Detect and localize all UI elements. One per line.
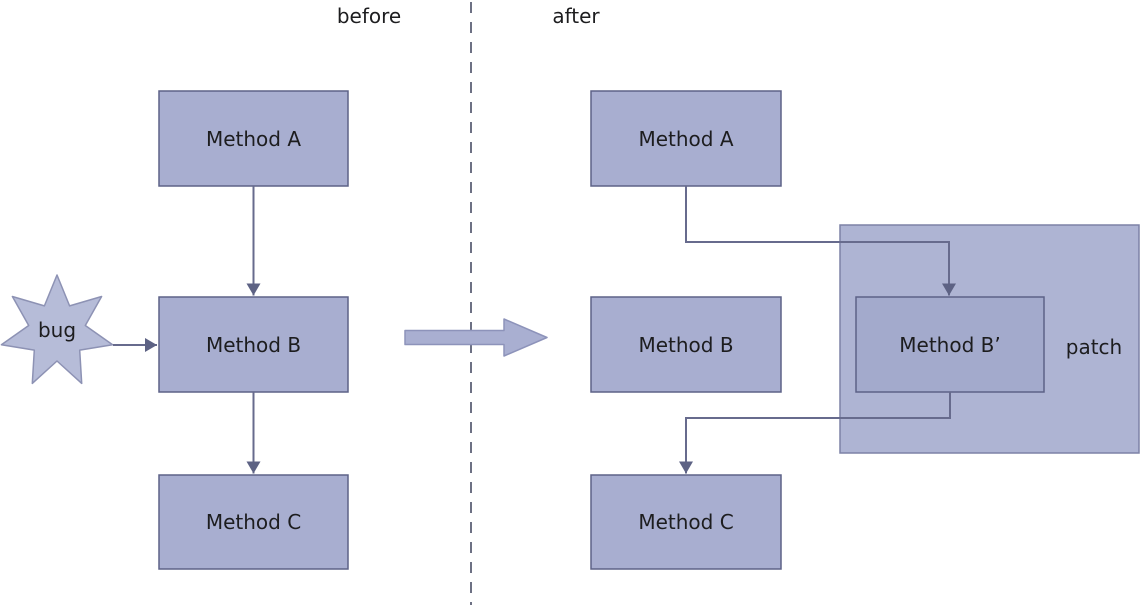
bug-star-shape	[0, 274, 114, 385]
method-a-label-before: Method A	[206, 127, 301, 151]
method-b-prime-box	[855, 296, 1045, 393]
method-b-box-before	[158, 296, 349, 393]
before-section-label: before	[337, 4, 401, 28]
arrow-a-to-b-prime	[685, 186, 956, 296]
arrow-b-prime-to-c	[679, 392, 951, 474]
before-column: Method A Method B Method C bug	[0, 90, 349, 570]
method-b-label-after: Method B	[638, 333, 733, 357]
after-section-label: after	[552, 4, 600, 28]
patch-label: patch	[1066, 335, 1122, 359]
method-b-prime-label: Method B’	[899, 333, 1000, 357]
bug-label: bug	[38, 318, 76, 342]
method-c-label-after: Method C	[638, 510, 733, 534]
method-a-label-after: Method A	[638, 127, 733, 151]
method-c-label-before: Method C	[206, 510, 301, 534]
method-c-box-before	[158, 474, 349, 570]
method-b-box-after	[590, 296, 782, 393]
after-column: patch Method A Method B Method C Method …	[590, 90, 1140, 570]
before-to-after-arrow-icon	[404, 318, 548, 357]
method-c-box-after	[590, 474, 782, 570]
method-a-box-after	[590, 90, 782, 187]
method-b-label-before: Method B	[206, 333, 301, 357]
